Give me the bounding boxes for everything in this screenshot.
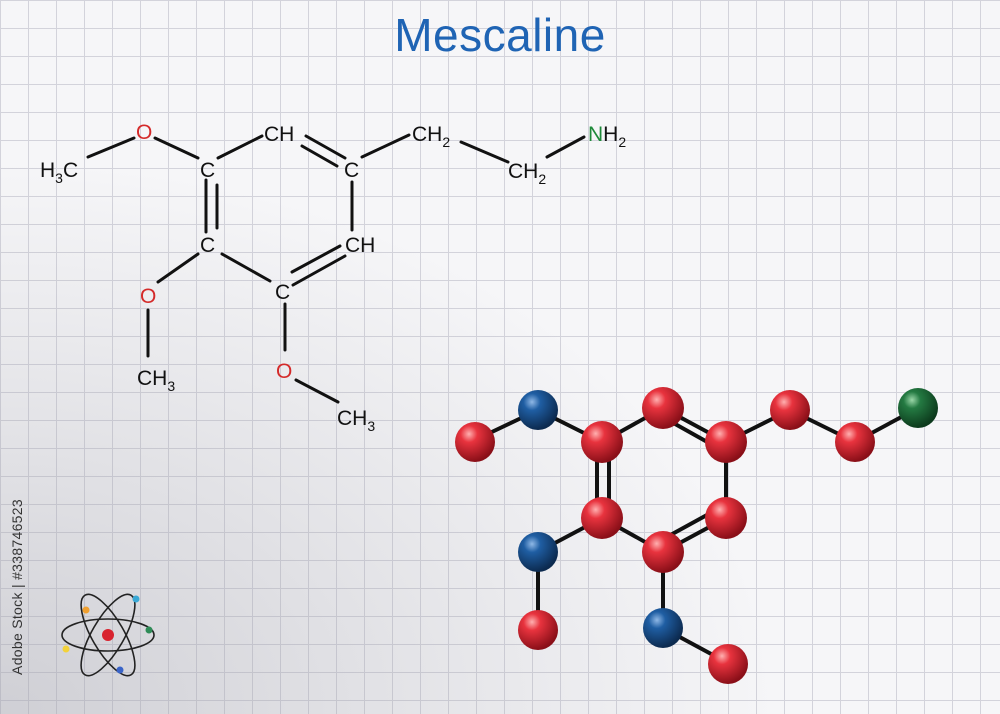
bond-c1-ch <box>216 134 264 160</box>
bond-ch-c3-double-1 <box>291 254 347 287</box>
atom-carbon-11 <box>708 644 748 684</box>
atom-carbon-2 <box>581 421 623 463</box>
label-ch2-a: CH2 <box>412 123 450 150</box>
label-ch-right: CH <box>345 234 375 257</box>
bond-c-ch2 <box>360 133 411 159</box>
label-ch-top: CH <box>264 123 294 146</box>
atom-icon-electron-2 <box>145 626 153 634</box>
bond-ch-c-double-2 <box>300 144 339 168</box>
label-c-top-right: C <box>344 159 359 182</box>
atom-icon-electron-5 <box>116 666 124 674</box>
atom-icon-electron-3 <box>82 606 90 614</box>
atom-icon-electron-4 <box>62 645 70 653</box>
atom-carbon-9 <box>642 531 684 573</box>
atom-carbon-10 <box>518 610 558 650</box>
atom-carbon-5 <box>770 390 810 430</box>
atom-oxygen-1 <box>518 390 558 430</box>
atom-carbon-1 <box>455 422 495 462</box>
bond-c2-omid <box>156 252 200 284</box>
label-c2: C <box>200 234 215 257</box>
label-o-top: O <box>136 121 152 144</box>
label-nh2: NH2 <box>588 123 626 150</box>
atom-nitrogen-1 <box>898 388 938 428</box>
label-c3: C <box>275 281 290 304</box>
atom-oxygen-3 <box>643 608 683 648</box>
bond-c2-c3 <box>220 252 272 283</box>
atom-carbon-6 <box>835 422 875 462</box>
atom-carbon-7 <box>705 497 747 539</box>
atom-carbon-3 <box>642 387 684 429</box>
label-h3c: H3C <box>40 159 78 186</box>
label-ch2-b: CH2 <box>508 160 546 187</box>
atom-icon-nucleus <box>102 629 114 641</box>
atom-carbon-8 <box>581 497 623 539</box>
atom-carbon-4 <box>705 421 747 463</box>
label-o-bottom: O <box>276 360 292 383</box>
label-ch3-bottom: CH3 <box>337 407 375 434</box>
atom-icon-electron-1 <box>132 595 140 603</box>
bond-ch-c3-double-2 <box>290 244 342 274</box>
bond-h3c-o <box>86 136 136 159</box>
bond-ch2-n <box>545 135 586 159</box>
label-ch3-mid: CH3 <box>137 367 175 394</box>
bond-obottom-ch3 <box>294 378 340 404</box>
label-o-mid: O <box>140 285 156 308</box>
bond-ch-c-double-1 <box>304 134 347 160</box>
label-c1: C <box>200 159 215 182</box>
bond-o-c1 <box>153 136 200 160</box>
bond-ch2-ch2 <box>459 140 510 164</box>
molecule-title: Mescaline <box>394 9 606 61</box>
atom-oxygen-2 <box>518 532 558 572</box>
